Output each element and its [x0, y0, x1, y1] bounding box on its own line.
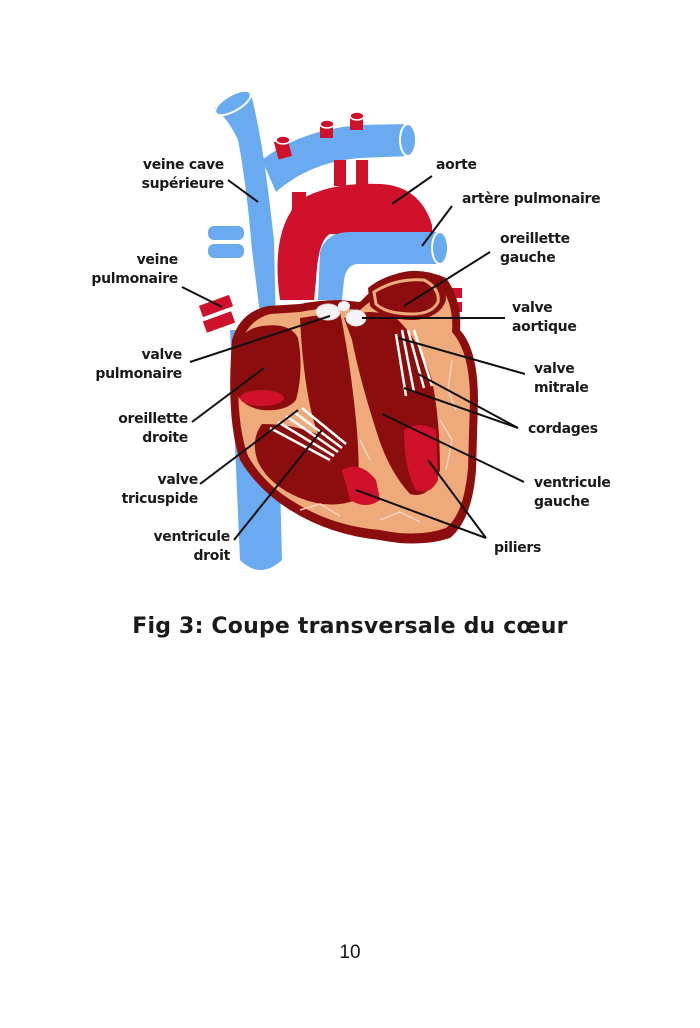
label-line: gauche	[534, 494, 590, 510]
label-line: oreillette	[500, 231, 570, 247]
label-line: pulmonaire	[95, 366, 182, 382]
label-line: artère pulmonaire	[462, 191, 601, 207]
label-ventricule-droit: ventricule droit	[120, 528, 230, 566]
label-line: valve	[512, 300, 553, 316]
pulmonary-artery	[318, 231, 449, 300]
label-artere-pulmonaire: artère pulmonaire	[462, 190, 601, 209]
label-line: tricuspide	[121, 491, 199, 507]
label-line: ventricule	[153, 529, 230, 545]
label-line: droite	[142, 430, 188, 446]
label-line: piliers	[494, 540, 542, 556]
label-valve-aortique: valve aortique	[512, 299, 577, 337]
heart-illustration	[181, 89, 526, 570]
label-line: aortique	[512, 319, 577, 335]
label-line: droit	[193, 548, 230, 564]
label-line: cordages	[528, 421, 598, 437]
label-oreillette-gauche: oreillette gauche	[500, 230, 570, 268]
label-line: veine cave	[142, 157, 224, 173]
label-line: valve	[141, 347, 183, 363]
aorta	[277, 160, 432, 300]
label-veine-cave-superieure: veine cave supérieure	[100, 156, 225, 194]
label-aorte: aorte	[436, 156, 477, 175]
label-ventricule-gauche: ventricule gauche	[534, 474, 611, 512]
label-valve-tricuspide: valve tricuspide	[80, 471, 199, 509]
label-line: veine	[136, 252, 179, 268]
label-valve-pulmonaire: valve pulmonaire	[60, 346, 182, 384]
heart-body	[230, 270, 478, 544]
label-line: supérieure	[141, 176, 225, 192]
label-veine-pulmonaire: veine pulmonaire	[60, 251, 178, 289]
label-piliers: piliers	[494, 539, 541, 558]
pulmonary-artery-top	[262, 111, 417, 192]
label-line: ventricule	[534, 475, 611, 491]
page-number: 10	[339, 942, 361, 963]
label-line: gauche	[500, 250, 556, 266]
heart-diagram: veine cave supérieure veine pulmonaire v…	[60, 89, 611, 570]
label-line: aorte	[436, 157, 477, 173]
label-valve-mitrale: valve mitrale	[534, 360, 589, 398]
label-line: pulmonaire	[91, 271, 178, 287]
figure-caption: Fig 3: Coupe transversale du cœur	[132, 614, 568, 639]
label-cordages: cordages	[528, 420, 598, 439]
label-line: valve	[157, 472, 199, 488]
label-line: oreillette	[118, 411, 188, 427]
label-line: valve	[534, 361, 575, 377]
leader-lines	[181, 175, 526, 541]
label-oreillette-droite: oreillette droite	[80, 410, 188, 448]
label-line: mitrale	[534, 380, 589, 396]
